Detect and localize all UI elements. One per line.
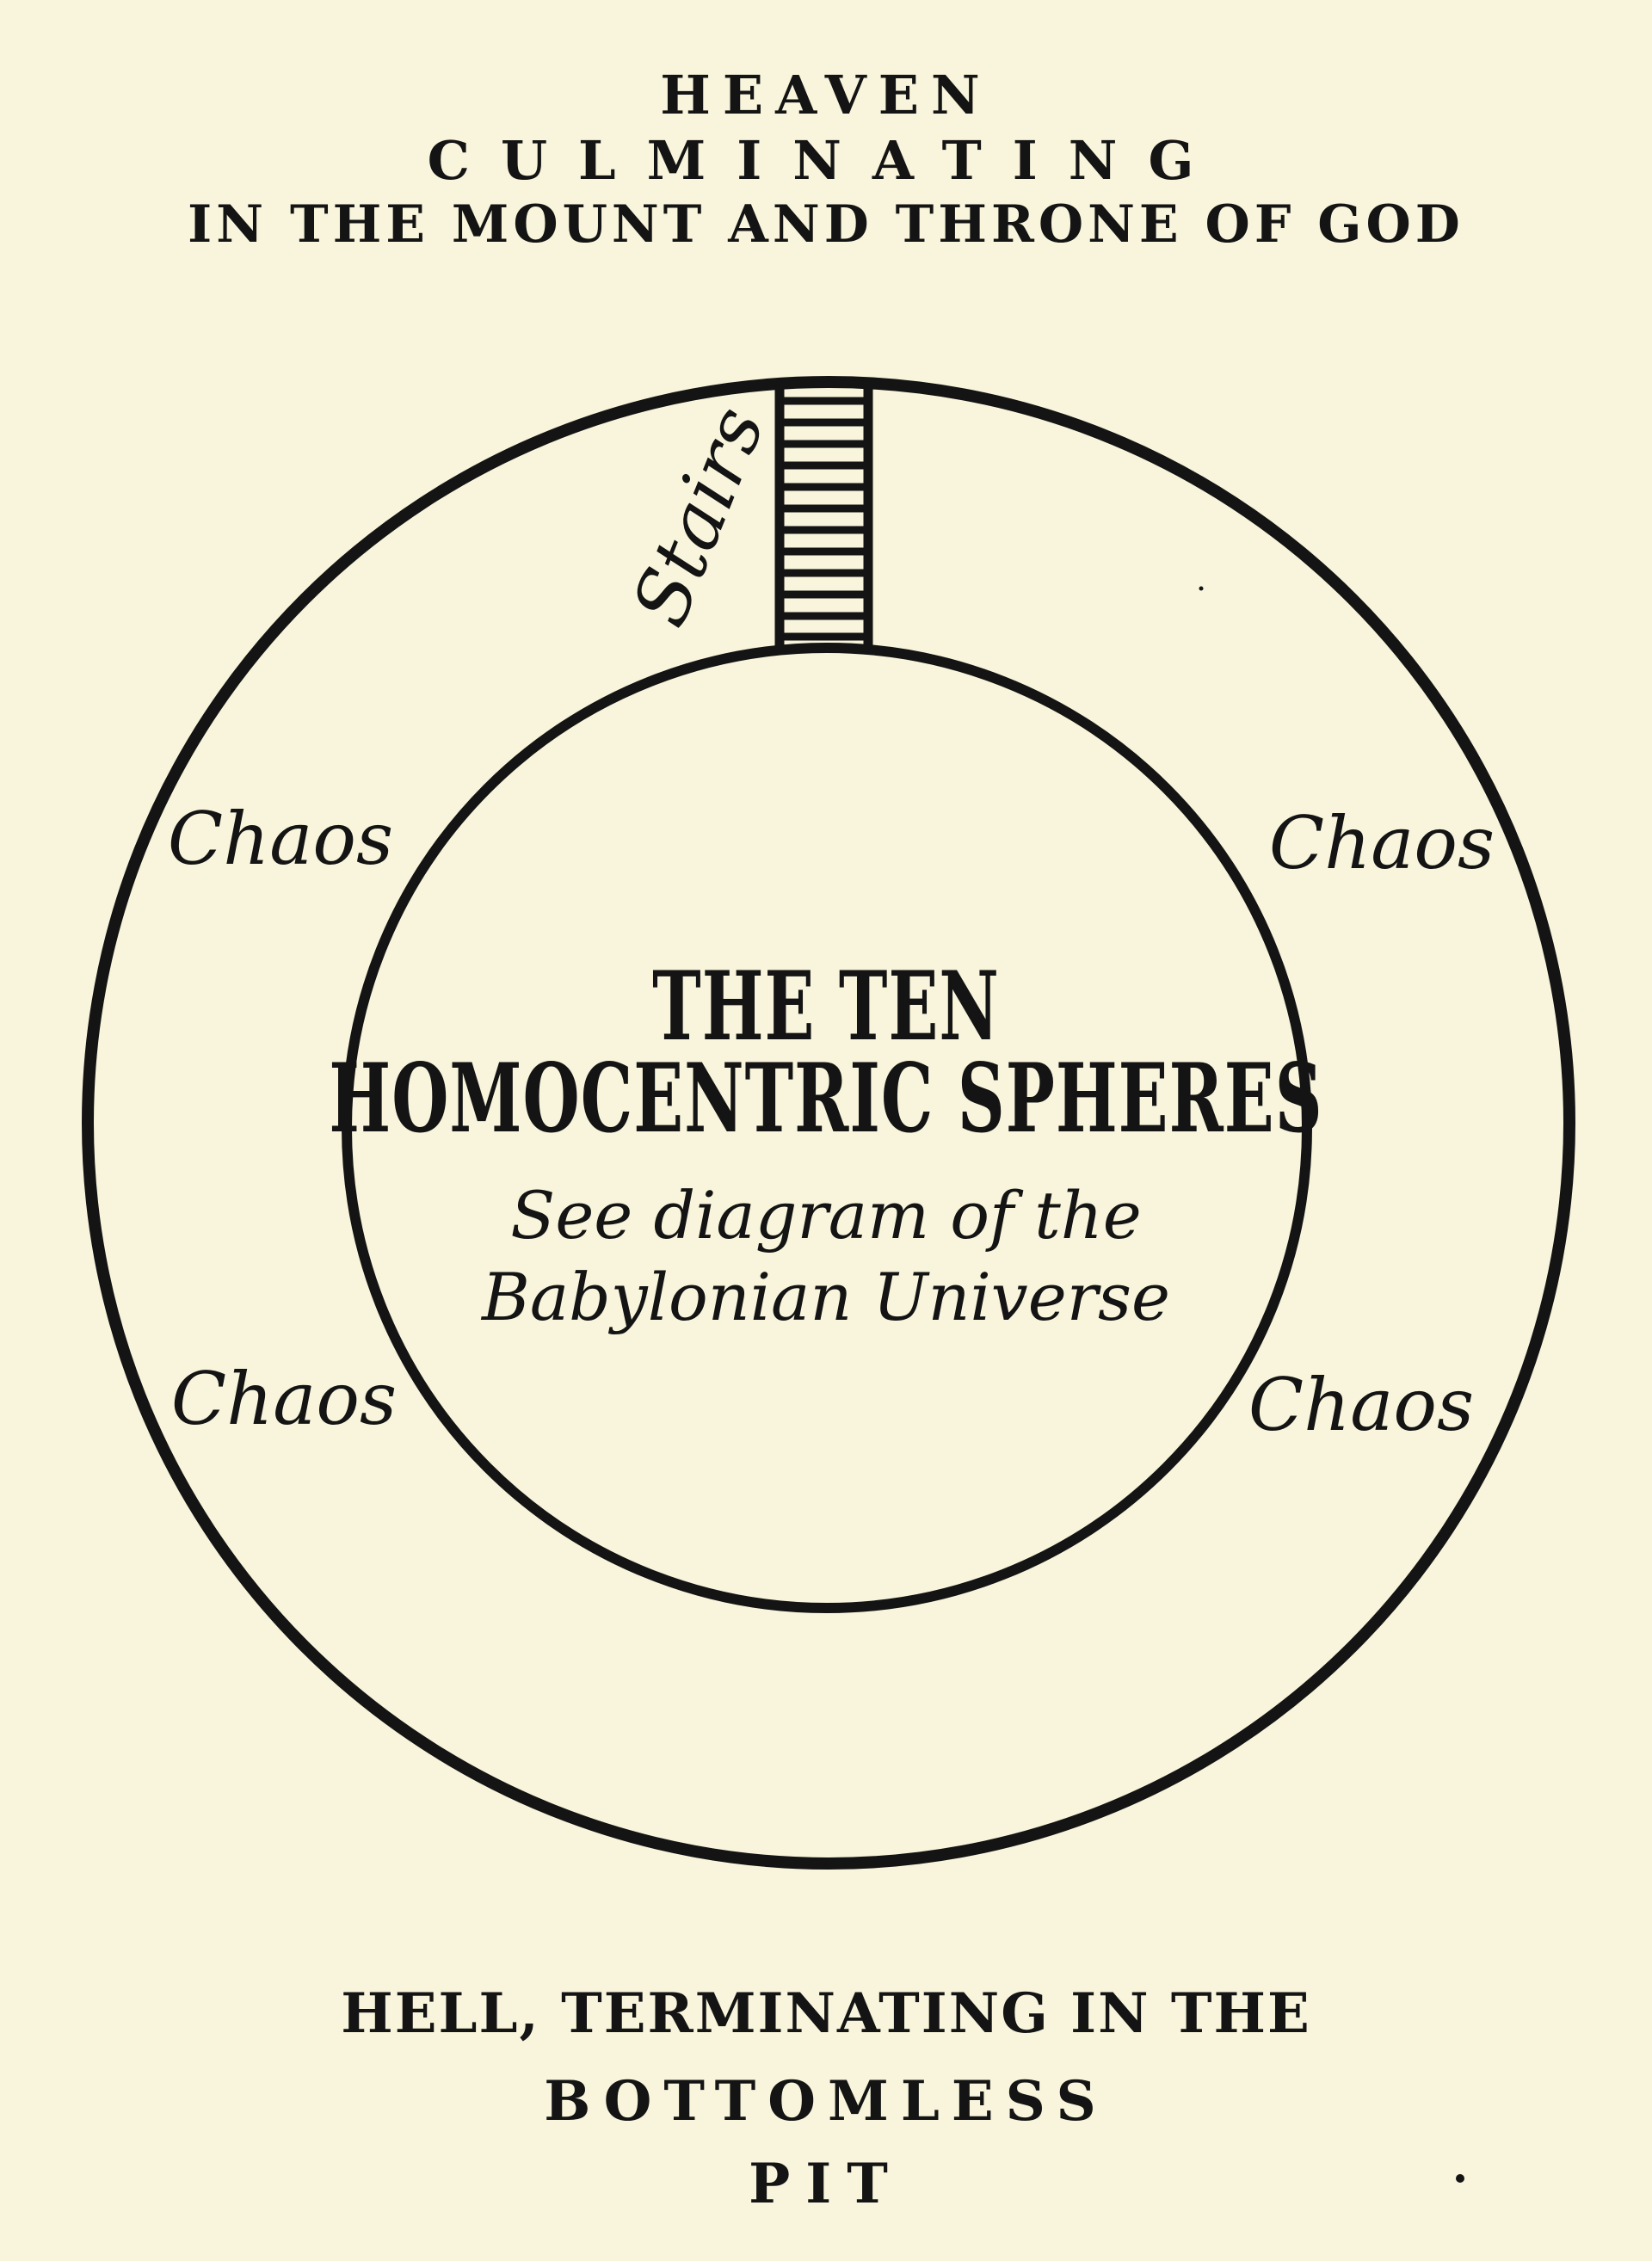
top-caption-line-2: CULMINATING [427,129,1225,192]
outer-sphere-circle [82,376,1575,1870]
chaos-label-upper-left: Chaos [167,797,394,881]
center-subtitle-line-1: See diagram of the [510,1177,1142,1254]
center-title-line-2: HOMOCENTRIC SPHERES [329,1042,1323,1154]
chaos-label-lower-left: Chaos [170,1357,398,1441]
ink-speck [1456,2174,1464,2183]
bottom-caption-line-2: BOTTOMLESS [544,2069,1108,2134]
center-subtitle-line-2: Babylonian Universe [481,1259,1171,1335]
top-caption-line-1: HEAVEN [660,64,992,126]
bottom-caption-line-3: PIT [749,2152,903,2216]
ladder-rungs [780,397,868,641]
chaos-label-upper-right: Chaos [1268,801,1495,885]
inner-sphere-circle [342,643,1312,1613]
center-title-line-1: THE TEN [652,950,1000,1062]
ink-speck [1199,586,1204,591]
bottom-caption-line-1: HELL, TERMINATING IN THE [341,1981,1311,2046]
top-caption-line-3: IN THE MOUNT AND THRONE OF GOD [188,194,1464,255]
stairs-ladder [774,379,873,647]
chaos-label-lower-right: Chaos [1248,1363,1475,1447]
